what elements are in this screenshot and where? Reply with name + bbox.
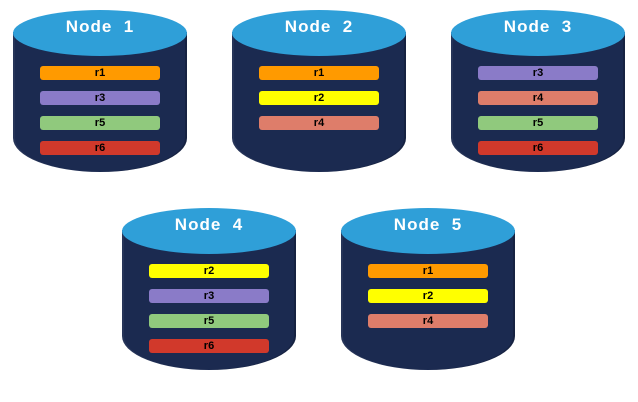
replica-bar[interactable]: r3 <box>149 289 269 303</box>
replica-bar[interactable]: r1 <box>368 264 488 278</box>
replica-list: r3 r4 r5 r6 <box>478 66 598 166</box>
replica-bar[interactable]: r5 <box>478 116 598 130</box>
replica-label: r5 <box>532 117 544 129</box>
replica-label: r2 <box>203 265 215 277</box>
replica-bar[interactable]: r2 <box>259 91 379 105</box>
database-node[interactable]: Node 1 r1 r3 r5 r6 <box>13 10 187 195</box>
replica-bar[interactable]: r1 <box>259 66 379 80</box>
replica-list: r1 r2 r4 <box>368 264 488 339</box>
replica-bar[interactable]: r4 <box>368 314 488 328</box>
database-node[interactable]: Node 3 r3 r4 r5 r6 <box>451 10 625 195</box>
replica-label: r2 <box>422 290 434 302</box>
replica-bar[interactable]: r2 <box>368 289 488 303</box>
replica-bar[interactable]: r6 <box>149 339 269 353</box>
replica-label: r3 <box>203 290 215 302</box>
replica-bar[interactable]: r4 <box>259 116 379 130</box>
replica-bar[interactable]: r3 <box>478 66 598 80</box>
replica-list: r1 r3 r5 r6 <box>40 66 160 166</box>
replica-label: r1 <box>94 67 106 79</box>
node-label: Node 2 <box>284 17 354 36</box>
replica-bar[interactable]: r2 <box>149 264 269 278</box>
database-node[interactable]: Node 5 r1 r2 r4 <box>341 208 515 393</box>
replica-label: r5 <box>94 117 106 129</box>
replica-list: r2 r3 r5 r6 <box>149 264 269 364</box>
node-label: Node 4 <box>174 215 244 234</box>
replica-list: r1 r2 r4 <box>259 66 379 141</box>
cylinder-top-ellipse <box>122 208 296 254</box>
replica-label: r3 <box>94 92 106 104</box>
replica-bar[interactable]: r5 <box>149 314 269 328</box>
replica-bar[interactable]: r6 <box>40 141 160 155</box>
cylinder-top-ellipse <box>451 10 625 56</box>
node-label: Node 1 <box>65 17 135 36</box>
replica-bar[interactable]: r5 <box>40 116 160 130</box>
cylinder-top-ellipse <box>341 208 515 254</box>
replica-label: r4 <box>313 117 325 129</box>
cylinder-top-ellipse <box>13 10 187 56</box>
cylinder-top-ellipse <box>232 10 406 56</box>
replica-label: r6 <box>203 340 215 352</box>
replica-bar[interactable]: r6 <box>478 141 598 155</box>
replica-label: r5 <box>203 315 215 327</box>
node-label: Node 3 <box>503 17 573 36</box>
replica-label: r3 <box>532 67 544 79</box>
replica-bar[interactable]: r1 <box>40 66 160 80</box>
replica-label: r4 <box>422 315 434 327</box>
database-node[interactable]: Node 2 r1 r2 r4 <box>232 10 406 195</box>
replica-label: r2 <box>313 92 325 104</box>
node-label: Node 5 <box>393 215 463 234</box>
replica-label: r1 <box>422 265 434 277</box>
replica-bar[interactable]: r3 <box>40 91 160 105</box>
replica-label: r4 <box>532 92 544 104</box>
replica-label: r6 <box>532 142 544 154</box>
replica-bar[interactable]: r4 <box>478 91 598 105</box>
replica-label: r6 <box>94 142 106 154</box>
database-node[interactable]: Node 4 r2 r3 r5 r6 <box>122 208 296 393</box>
replica-label: r1 <box>313 67 325 79</box>
